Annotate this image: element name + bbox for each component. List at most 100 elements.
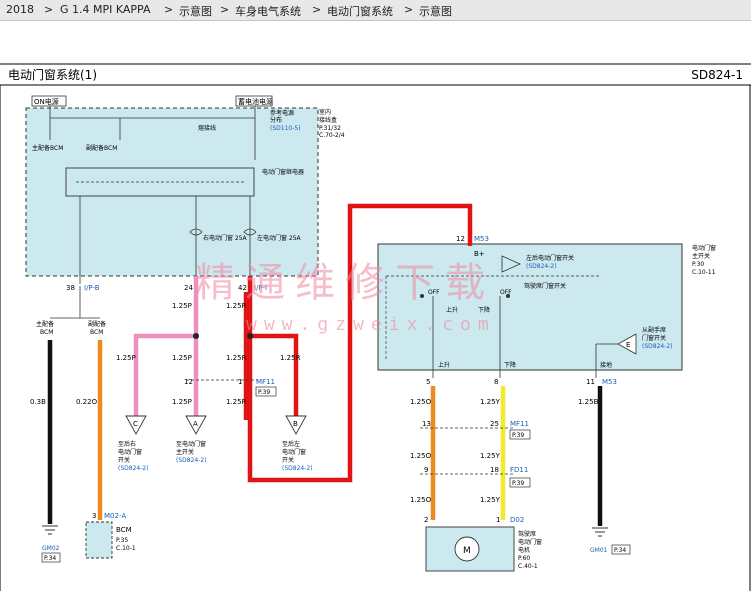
m53-connector: M53 xyxy=(474,235,489,243)
svg-text:1.25P: 1.25P xyxy=(172,354,192,362)
svg-text:11: 11 xyxy=(586,378,595,386)
breadcrumb-item[interactable]: 示意图 xyxy=(179,5,212,18)
svg-text:MF11: MF11 xyxy=(510,420,529,428)
breadcrumb-item[interactable]: 车身电气系统 xyxy=(235,5,301,18)
svg-text:38: 38 xyxy=(66,284,75,292)
svg-text:P.34: P.34 xyxy=(614,547,626,554)
svg-text:M53: M53 xyxy=(602,378,617,386)
relay-label: 电动门窗继电器 xyxy=(262,168,304,176)
fuse-left-label: 左电动门窗 25A xyxy=(257,234,302,242)
connector-c-symbol xyxy=(125,415,147,435)
svg-text:1.25R: 1.25R xyxy=(226,398,247,406)
svg-text:至后右: 至后右 xyxy=(118,440,136,448)
svg-text:42: 42 xyxy=(238,284,247,292)
diagram-title: 电动门窗系统(1) xyxy=(8,67,97,82)
watermark-url: www.gzweix.com xyxy=(246,314,496,335)
svg-text:1.25P: 1.25P xyxy=(172,302,192,310)
svg-text:(SD824-2): (SD824-2) xyxy=(118,465,149,472)
breadcrumb-sep: > xyxy=(164,3,174,16)
breadcrumb-item[interactable]: G 1.4 MPI KAPPA xyxy=(60,3,151,16)
breadcrumb-item[interactable]: 电动门窗系统 xyxy=(327,5,393,18)
breadcrumb-bar: 2018 > G 1.4 MPI KAPPA > 示意图 > 车身电气系统 > … xyxy=(0,0,751,21)
svg-text:C: C xyxy=(133,420,138,428)
svg-text:GM01: GM01 xyxy=(590,547,608,554)
svg-text:(SD824-2): (SD824-2) xyxy=(526,263,557,270)
motor-icon xyxy=(454,536,480,562)
svg-text:电动门窗: 电动门窗 xyxy=(518,538,542,546)
svg-text:1: 1 xyxy=(496,516,500,524)
svg-text:1.25O: 1.25O xyxy=(410,496,432,504)
svg-text:上升: 上升 xyxy=(438,361,450,369)
breadcrumb-sep: > xyxy=(220,3,230,16)
mf11-connector: MF11 xyxy=(256,378,275,386)
svg-text:P.31/32: P.31/32 xyxy=(319,125,341,132)
svg-text:D02: D02 xyxy=(510,516,524,524)
svg-text:参考电源: 参考电源 xyxy=(270,109,294,117)
svg-text:1.25O: 1.25O xyxy=(410,452,432,460)
svg-text:P.39: P.39 xyxy=(258,389,270,396)
svg-text:接线盒: 接线盒 xyxy=(319,116,337,124)
svg-text:1.25Y: 1.25Y xyxy=(480,452,501,460)
svg-text:(SD824-2): (SD824-2) xyxy=(642,343,673,350)
svg-text:主配备: 主配备 xyxy=(36,320,54,328)
svg-text:B: B xyxy=(293,420,298,428)
red-wire-main xyxy=(247,203,473,483)
svg-text:B+: B+ xyxy=(474,250,485,258)
svg-text:OFF: OFF xyxy=(428,289,440,296)
svg-text:P.60: P.60 xyxy=(518,555,530,562)
svg-text:从副手席: 从副手席 xyxy=(642,326,666,334)
svg-text:1: 1 xyxy=(238,378,242,386)
watermark-text: 精通维修下载 xyxy=(195,260,495,306)
fusible-link-label: 熔接线 xyxy=(198,124,216,132)
breadcrumb-item-current[interactable]: 示意图 xyxy=(419,5,452,18)
connector-e-symbol xyxy=(617,333,637,355)
svg-text:上升: 上升 xyxy=(446,306,458,314)
svg-text:1.25R: 1.25R xyxy=(280,354,301,362)
svg-text:P.35: P.35 xyxy=(116,537,128,544)
svg-text:1.25B: 1.25B xyxy=(578,398,599,406)
breadcrumb-sep: > xyxy=(312,3,322,16)
svg-text:0.22O: 0.22O xyxy=(76,398,98,406)
diagram-code: SD824-1 xyxy=(691,68,743,82)
svg-text:24: 24 xyxy=(184,284,193,292)
svg-text:2: 2 xyxy=(424,516,428,524)
main-switch-title: 电动门窗 xyxy=(692,244,716,252)
bcm-module xyxy=(85,521,113,559)
svg-text:C.10-11: C.10-11 xyxy=(692,269,716,276)
svg-text:下降: 下降 xyxy=(504,361,516,369)
svg-text:接地: 接地 xyxy=(600,361,612,369)
svg-text:C.10-1: C.10-1 xyxy=(116,545,136,552)
svg-text:13: 13 xyxy=(422,420,431,428)
pink-wire-branch xyxy=(133,333,196,416)
svg-text:3: 3 xyxy=(92,512,96,520)
reset-ref: (SD110-5) xyxy=(270,125,301,132)
rl-switch-symbol xyxy=(501,255,521,273)
on-power-label: ON电源 xyxy=(34,97,59,106)
svg-text:0.3B: 0.3B xyxy=(30,398,46,406)
svg-text:5: 5 xyxy=(426,378,430,386)
svg-text:电动门窗: 电动门窗 xyxy=(118,448,142,456)
fuse-left-icon xyxy=(243,228,257,236)
svg-text:(SD824-2): (SD824-2) xyxy=(282,465,313,472)
fuse-right-icon xyxy=(189,228,203,236)
connector-a-symbol xyxy=(185,415,207,435)
svg-text:主开关: 主开关 xyxy=(176,448,194,456)
svg-text:1.25P: 1.25P xyxy=(172,398,192,406)
breadcrumb-sep: > xyxy=(404,3,414,16)
ipb-connector: I/P-B xyxy=(84,284,100,292)
rl-switch-label: 左后电动门窗开关 xyxy=(526,254,574,262)
battery-power-label: 蓄电池电源 xyxy=(238,97,273,106)
svg-text:1.25Y: 1.25Y xyxy=(480,398,501,406)
svg-text:P.30: P.30 xyxy=(692,261,704,268)
svg-text:M: M xyxy=(463,546,471,556)
breadcrumb-item[interactable]: 2018 xyxy=(6,3,34,16)
svg-text:A: A xyxy=(193,420,198,428)
svg-text:C.70-2/4: C.70-2/4 xyxy=(319,132,345,139)
svg-text:至电动门窗: 至电动门窗 xyxy=(176,440,206,448)
sub-bcm-label: 副配备BCM xyxy=(86,144,117,152)
red-wire-branch xyxy=(250,333,299,416)
fuse-right-label: 右电动门窗 25A xyxy=(203,234,248,242)
svg-text:下降: 下降 xyxy=(478,306,490,314)
svg-text:P.34: P.34 xyxy=(44,555,56,562)
